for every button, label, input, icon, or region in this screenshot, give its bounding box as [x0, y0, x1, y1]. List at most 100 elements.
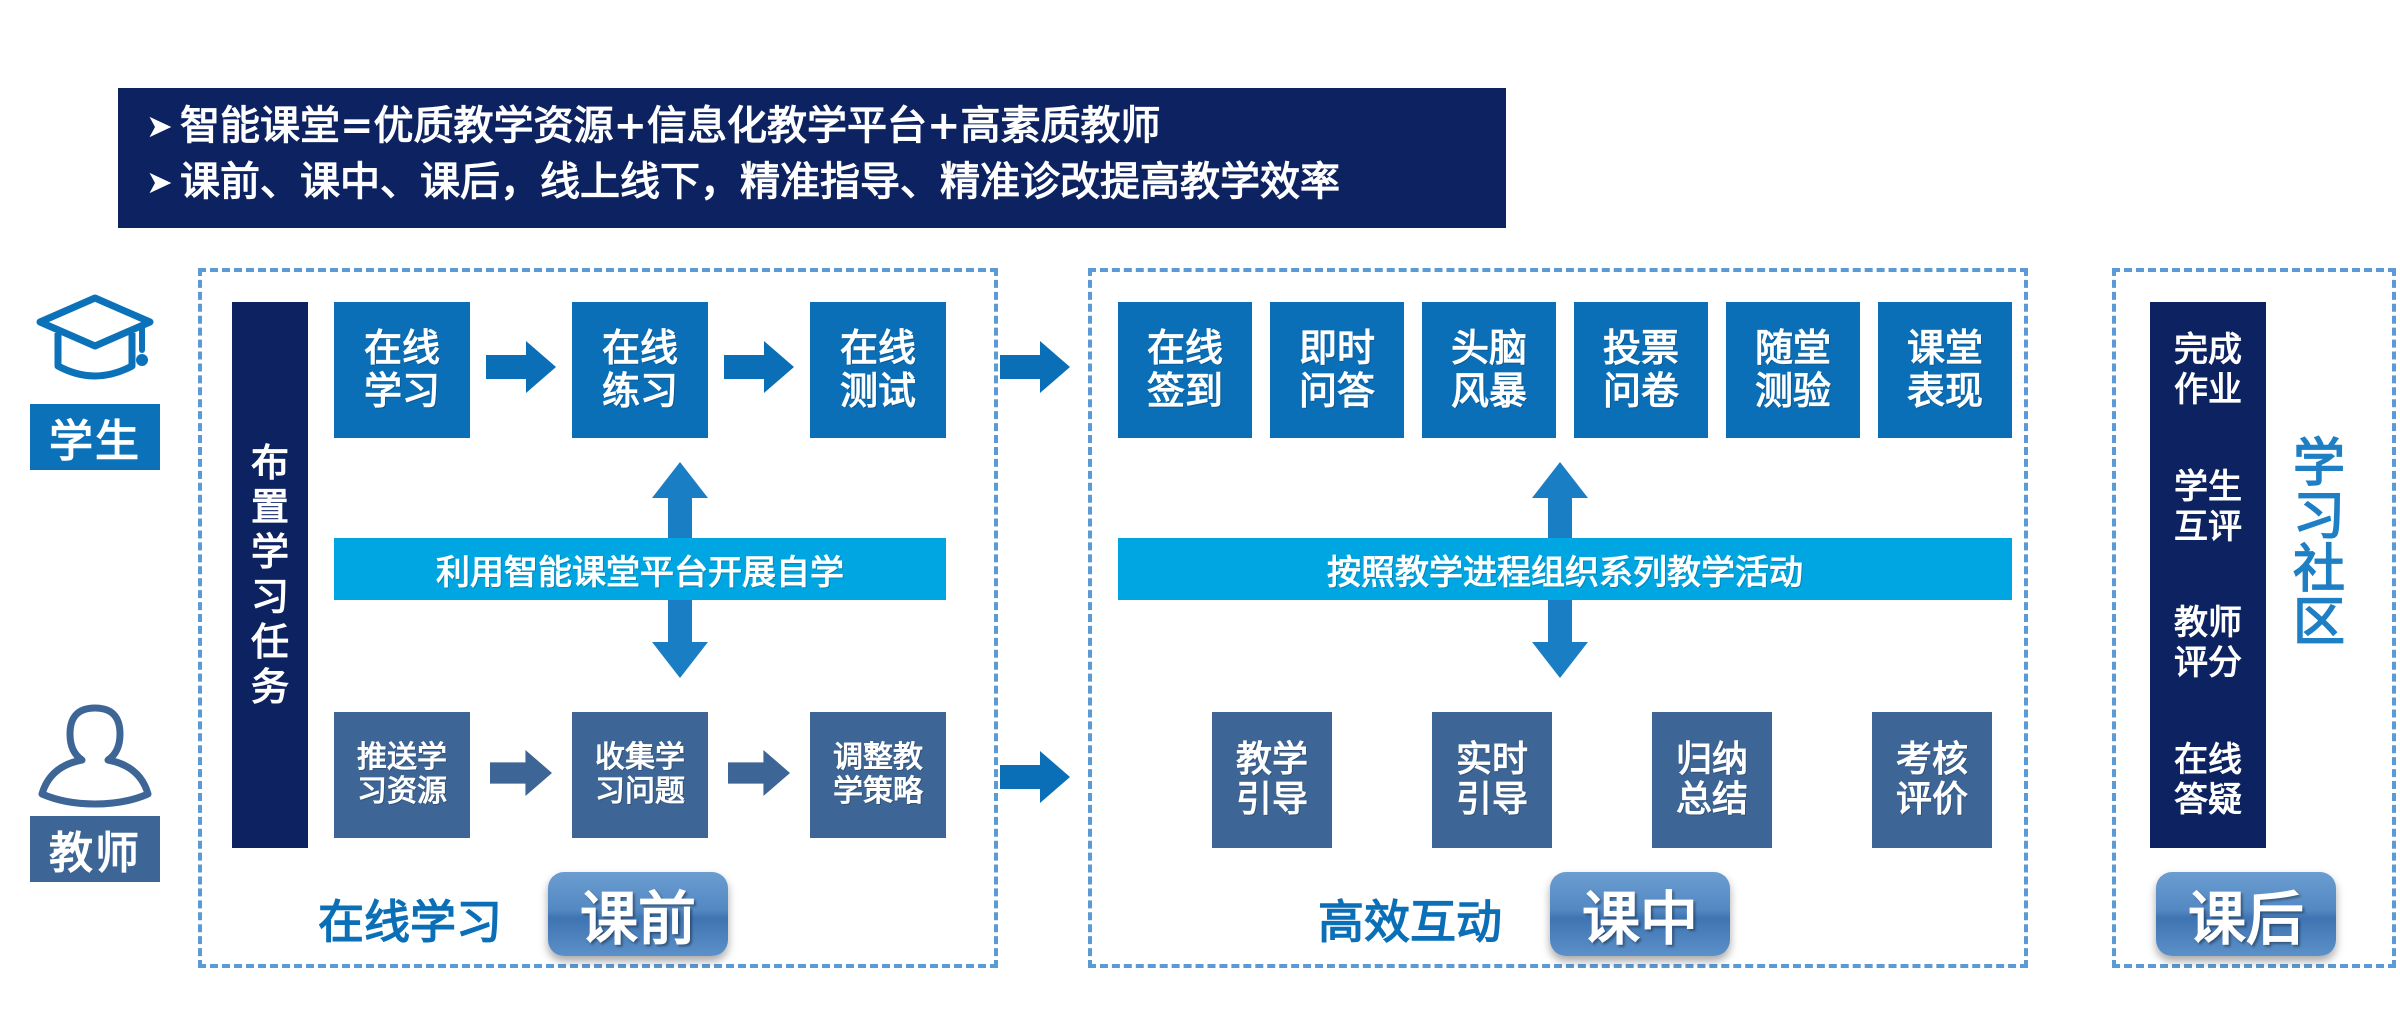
- pre-student-box-online-practice[interactable]: 在线 练习: [572, 302, 708, 438]
- box-line-1: 实时: [1455, 738, 1528, 780]
- box-line-1: 在线: [1146, 326, 1223, 371]
- arrow-right-icon: [1000, 751, 1070, 803]
- in-class-pill[interactable]: 课中: [1550, 872, 1730, 956]
- pre-teacher-box-collect-questions[interactable]: 收集学 习问题: [572, 712, 708, 838]
- in-class-footer-label: 高效互动: [1318, 895, 1502, 949]
- banner-text-1: 智能课堂=优质教学资源+信息化教学平台+高素质教师: [180, 103, 1161, 149]
- post-class-panel: 完成 作业 学生 互评 教师 评分 在线 答疑: [2150, 302, 2266, 848]
- box-line-1: 投票: [1602, 326, 1679, 371]
- post-item-online-qa[interactable]: 在线 答疑: [2174, 740, 2242, 820]
- pre-student-box-online-test[interactable]: 在线 测试: [810, 302, 946, 438]
- vtitle-char: 社: [2292, 540, 2345, 601]
- box-line-2: 总结: [1675, 779, 1748, 820]
- task-bar-char: 学: [250, 530, 289, 575]
- box-line-2: 习问题: [595, 774, 685, 809]
- role-badge-student: 学生: [30, 404, 160, 470]
- task-bar-char: 务: [250, 664, 289, 709]
- role-teacher: 教师: [30, 700, 160, 882]
- graduation-cap-icon: [36, 294, 154, 380]
- mid-teacher-box-teaching-guidance[interactable]: 教学 引导: [1212, 712, 1332, 848]
- mid-teacher-box-realtime-guidance[interactable]: 实时 引导: [1432, 712, 1552, 848]
- pre-class-pill[interactable]: 课前: [548, 872, 728, 956]
- role-student: 学生: [30, 288, 160, 470]
- banner-text-2: 课前、课中、课后，线上线下，精准指导、精准诊改提高教学效率: [180, 159, 1340, 205]
- mid-activity-box-pop-quiz[interactable]: 随堂 测验: [1726, 302, 1860, 438]
- box-line-1: 教师: [2174, 603, 2242, 644]
- section-post-class: [2112, 268, 2396, 968]
- mid-activity-box-class-performance[interactable]: 课堂 表现: [1878, 302, 2012, 438]
- section-in-class: [1088, 268, 2028, 968]
- box-line-1: 考核: [1895, 738, 1968, 780]
- task-bar-char: 习: [250, 575, 289, 619]
- box-line-2: 评分: [2174, 643, 2242, 684]
- box-line-1: 在线: [839, 326, 916, 371]
- box-line-2: 评价: [1895, 779, 1968, 820]
- arrow-down-icon: [652, 600, 708, 678]
- box-line-2: 学习: [363, 369, 440, 413]
- task-bar-char: 任: [250, 619, 289, 664]
- box-line-2: 问答: [1298, 369, 1375, 413]
- mid-activity-box-online-checkin[interactable]: 在线 签到: [1118, 302, 1252, 438]
- vtitle-char: 区: [2292, 593, 2345, 654]
- arrow-right-icon: [486, 341, 556, 393]
- vtitle-char: 习: [2292, 487, 2345, 548]
- banner-line-2: ➤ 课前、课中、课后，线上线下，精准指导、精准诊改提高教学效率: [118, 154, 1506, 210]
- box-line-1: 收集学: [595, 740, 685, 776]
- box-line-1: 在线: [363, 326, 440, 371]
- box-line-1: 调整教: [833, 740, 923, 776]
- mid-activity-box-brainstorm[interactable]: 头脑 风暴: [1422, 302, 1556, 438]
- arrow-right-icon: [724, 341, 794, 393]
- vtitle-char: 学: [2292, 434, 2345, 494]
- pre-teacher-box-adjust-strategy[interactable]: 调整教 学策略: [810, 712, 946, 838]
- box-line-2: 问卷: [1602, 369, 1679, 413]
- post-item-complete-homework[interactable]: 完成 作业: [2174, 330, 2242, 410]
- box-line-2: 答疑: [2174, 779, 2242, 820]
- person-icon: [38, 704, 152, 808]
- mid-activity-box-vote-survey[interactable]: 投票 问卷: [1574, 302, 1708, 438]
- post-item-peer-review[interactable]: 学生 互评: [2174, 467, 2242, 547]
- bullet-arrow-icon: ➤: [146, 107, 173, 145]
- box-line-1: 归纳: [1675, 738, 1748, 780]
- arrow-up-icon: [652, 462, 708, 540]
- box-line-2: 学策略: [833, 774, 923, 809]
- box-line-1: 即时: [1298, 326, 1375, 371]
- box-line-1: 在线: [601, 326, 678, 371]
- pre-class-footer-label: 在线学习: [318, 895, 502, 949]
- box-line-1: 教学: [1235, 738, 1308, 780]
- mid-activity-box-instant-qa[interactable]: 即时 问答: [1270, 302, 1404, 438]
- bullet-arrow-icon: ➤: [146, 163, 173, 201]
- mid-teacher-box-summary[interactable]: 归纳 总结: [1652, 712, 1772, 848]
- box-line-2: 作业: [2174, 370, 2242, 411]
- in-class-band: 按照教学进程组织系列教学活动: [1118, 538, 2012, 600]
- box-line-2: 签到: [1146, 369, 1223, 413]
- arrow-up-icon: [1532, 462, 1588, 540]
- arrow-right-icon: [490, 749, 552, 797]
- box-line-1: 在线: [2174, 739, 2242, 780]
- box-line-1: 头脑: [1450, 326, 1527, 371]
- box-line-2: 引导: [1235, 779, 1308, 820]
- pre-student-box-online-learning[interactable]: 在线 学习: [334, 302, 470, 438]
- post-class-vertical-title: 学 习 社 区: [2288, 434, 2350, 654]
- task-bar-char: 置: [250, 485, 289, 530]
- mid-teacher-box-assessment[interactable]: 考核 评价: [1872, 712, 1992, 848]
- arrow-right-icon: [728, 749, 790, 797]
- box-line-1: 完成: [2174, 330, 2242, 371]
- box-line-1: 推送学: [357, 740, 447, 776]
- box-line-2: 互评: [2174, 506, 2242, 547]
- arrow-down-icon: [1532, 600, 1588, 678]
- post-item-teacher-scoring[interactable]: 教师 评分: [2174, 603, 2242, 683]
- box-line-2: 练习: [601, 369, 678, 413]
- box-line-2: 风暴: [1450, 369, 1527, 413]
- post-class-pill[interactable]: 课后: [2156, 872, 2336, 956]
- box-line-1: 随堂: [1754, 326, 1831, 371]
- box-line-1: 课堂: [1906, 326, 1983, 371]
- box-line-2: 引导: [1455, 779, 1528, 820]
- box-line-2: 测验: [1754, 369, 1831, 413]
- box-line-2: 表现: [1906, 369, 1983, 413]
- pre-teacher-box-push-resources[interactable]: 推送学 习资源: [334, 712, 470, 838]
- box-line-2: 测试: [839, 369, 916, 413]
- arrow-right-icon: [1000, 341, 1070, 393]
- task-bar-char: 布: [250, 440, 289, 485]
- task-bar-assign-learning-task: 布 置 学 习 任 务: [232, 302, 308, 848]
